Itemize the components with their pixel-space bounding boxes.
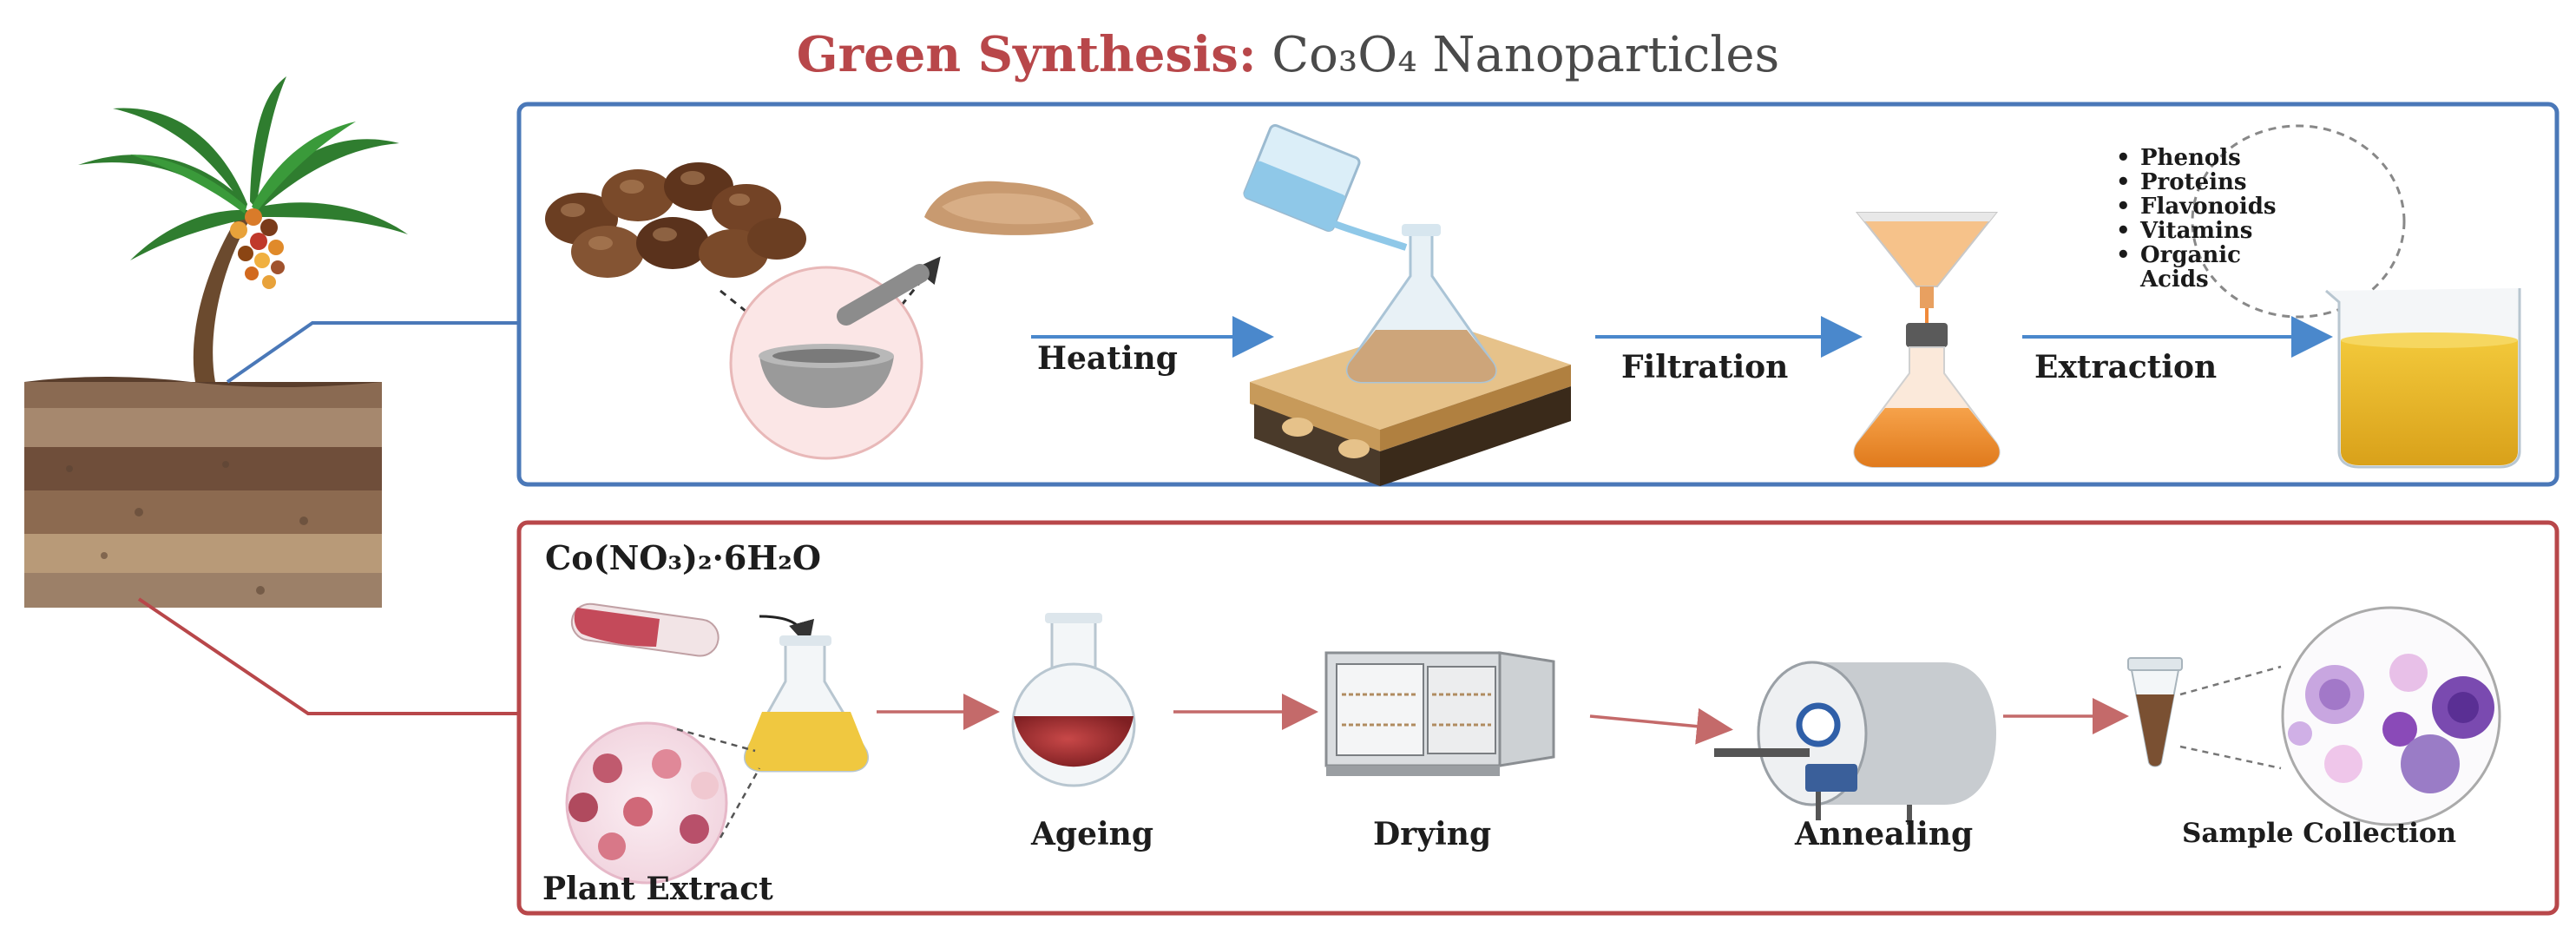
- compound-proteins: Proteins: [2111, 170, 2277, 194]
- label-filtration: Filtration: [1621, 349, 1789, 385]
- title-rest: Co₃O₄ Nanoparticles: [1272, 27, 1780, 83]
- compound-flavonoids: Flavonoids: [2111, 194, 2277, 219]
- title-highlight: Green Synthesis:: [796, 26, 1257, 83]
- filtration-setup: [1853, 212, 2001, 468]
- hotplate-flask: [1243, 123, 1571, 486]
- connector-top: [226, 321, 519, 384]
- compound-phenols: Phenols: [2111, 146, 2277, 170]
- compound-organic: Organic: [2111, 243, 2277, 267]
- label-extraction: Extraction: [2034, 349, 2218, 385]
- label-annealing: Annealing: [1795, 816, 1974, 852]
- extract-beaker: [2325, 288, 2521, 469]
- label-reagent: Co(NO₃)₂·6H₂O: [545, 538, 821, 577]
- drying-oven: [1324, 651, 1555, 776]
- label-plant-extract: Plant Extract: [542, 871, 773, 907]
- mortar-pestle: [729, 264, 930, 460]
- phytochemicals-bubble: [2191, 124, 2406, 319]
- soil-cross-section: [24, 377, 382, 608]
- label-heating: Heating: [1037, 340, 1178, 377]
- arrow-to-annealing: [1589, 707, 1733, 745]
- label-ageing: Ageing: [1031, 816, 1154, 852]
- plant-extract-dish: [565, 721, 728, 885]
- seed-powder: [924, 181, 1094, 235]
- cobalt-nitrate-tube: [570, 602, 720, 657]
- palm-tree: [78, 76, 408, 382]
- sample-tube: [2127, 657, 2183, 767]
- nanoparticle-view: [2281, 606, 2501, 826]
- annealing-furnace: [1714, 661, 1996, 825]
- connector-bottom: [137, 597, 519, 715]
- palm-seeds: [545, 162, 806, 278]
- compound-acids: Acids: [2140, 267, 2209, 293]
- palm-fruit-cluster: [230, 208, 285, 289]
- label-drying: Drying: [1373, 816, 1492, 852]
- label-sample-collection: Sample Collection: [2182, 818, 2457, 849]
- ageing-flask: [1011, 613, 1136, 787]
- figure-title: Green Synthesis: Co₃O₄ Nanoparticles: [0, 26, 2576, 83]
- compound-vitamins: Vitamins: [2111, 219, 2277, 243]
- mixing-flask: [744, 635, 869, 773]
- phytochemicals-list: Phenols Proteins Flavonoids Vitamins Org…: [2111, 146, 2277, 292]
